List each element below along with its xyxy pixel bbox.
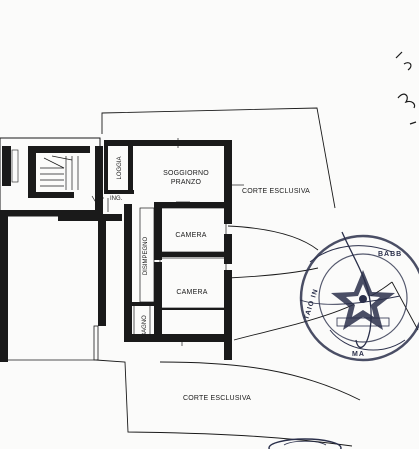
seal-text-top: BABB	[378, 251, 402, 258]
room-label-loggia: LOGGIA	[117, 156, 123, 179]
stamp-fragment	[268, 438, 342, 449]
staircase-block	[0, 137, 103, 217]
room-label-disimpegno: DISIMPEGNO	[143, 237, 149, 276]
handwritten-marks	[395, 51, 417, 125]
room-label-camera-bottom: CAMERA	[176, 289, 207, 296]
yard-label-bottom: CORTE ESCLUSIVA	[183, 395, 251, 402]
wall-details	[91, 138, 244, 346]
property-boundary	[95, 107, 419, 447]
seal-text-bottom: MA	[352, 351, 365, 358]
emblem-star-icon	[331, 270, 395, 330]
room-label-ingresso: ING.	[110, 196, 123, 202]
room-label-pranzo: PRANZO	[171, 179, 202, 186]
room-label-bagno: BAGNO	[142, 315, 148, 337]
room-label-camera-top: CAMERA	[175, 232, 206, 239]
apartment-walls	[104, 140, 232, 360]
seal-text-left: TAIO IN	[303, 288, 320, 321]
adjacent-building	[0, 214, 122, 362]
yard-label-right: CORTE ESCLUSIVA	[242, 188, 310, 195]
notary-seal: BABB TAIO IN MA	[299, 231, 419, 362]
room-label-soggiorno: SOGGIORNO	[163, 170, 209, 177]
stair-treads	[40, 155, 79, 190]
